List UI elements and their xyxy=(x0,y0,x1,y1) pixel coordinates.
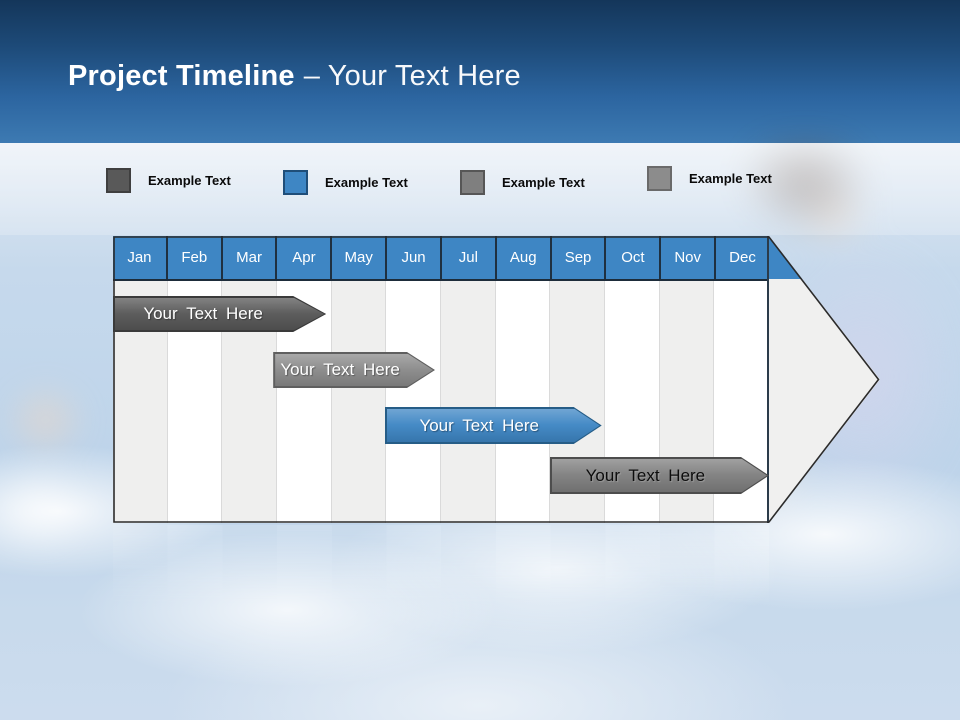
timeline-bar-border xyxy=(113,296,326,332)
legend-swatch xyxy=(106,168,131,193)
table-reflection xyxy=(113,525,769,620)
month-cell: Jan xyxy=(127,249,152,266)
month-cell: Feb xyxy=(165,236,221,279)
legend-item: Example Text xyxy=(106,168,231,193)
month-cell: Nov xyxy=(659,236,714,279)
timeline-bar-fill xyxy=(115,298,324,330)
month-cell: Dec xyxy=(714,236,769,279)
month-column xyxy=(386,281,442,523)
timeline-bar-fill xyxy=(552,459,767,492)
timeline-bar-label: Your Text Here xyxy=(280,360,400,379)
timeline-bar: Your Text Here xyxy=(273,352,435,388)
page-title-bold: Project Timeline xyxy=(68,60,295,92)
timeline-bar-border xyxy=(550,457,769,494)
page-title: Project Timeline– Your Text Here xyxy=(68,60,521,93)
legend-item: Example Text xyxy=(460,170,585,195)
legend-item: Example Text xyxy=(647,166,772,191)
month-column xyxy=(441,281,496,523)
legend-item: Example Text xyxy=(283,170,408,195)
timeline-bar-label: Your Text Here xyxy=(585,465,706,485)
timeline-bar-label: Your Text Here xyxy=(419,415,539,435)
legend-label: Example Text xyxy=(689,171,772,186)
timeline-bar: Your Text Here xyxy=(113,296,326,332)
legend-label: Example Text xyxy=(148,173,231,188)
timeline-bar-fill xyxy=(275,354,433,386)
timeline-bar-fill xyxy=(387,409,600,442)
legend-swatch xyxy=(460,170,485,195)
month-column xyxy=(331,281,387,523)
legend-swatch xyxy=(647,166,672,191)
month-cell: Apr xyxy=(275,236,330,279)
timeline-bar-border xyxy=(385,407,602,444)
legend-swatch xyxy=(283,170,308,195)
month-column xyxy=(495,281,551,523)
timeline-bar-border xyxy=(273,352,435,388)
month-cell: May xyxy=(330,236,385,279)
legend-label: Example Text xyxy=(502,175,585,190)
month-header-row: Jan Feb Mar Apr May Jun Jul Aug Sep Oct … xyxy=(113,236,769,281)
month-cell: Oct xyxy=(604,236,659,279)
month-cell: Mar xyxy=(220,236,276,279)
page-title-rest: – Your Text Here xyxy=(303,60,521,92)
legend-label: Example Text xyxy=(325,175,408,190)
timeline-bar-label: Your Text Here xyxy=(143,304,263,323)
timeline-bar: Your Text Here xyxy=(550,457,769,494)
title-band xyxy=(0,0,960,143)
month-cell: Jul xyxy=(439,236,495,279)
timeline-bar: Your Text Here xyxy=(385,407,602,444)
month-cell: Aug xyxy=(494,236,550,279)
month-cell: Sep xyxy=(549,236,605,279)
month-cell: Jun xyxy=(385,236,440,279)
